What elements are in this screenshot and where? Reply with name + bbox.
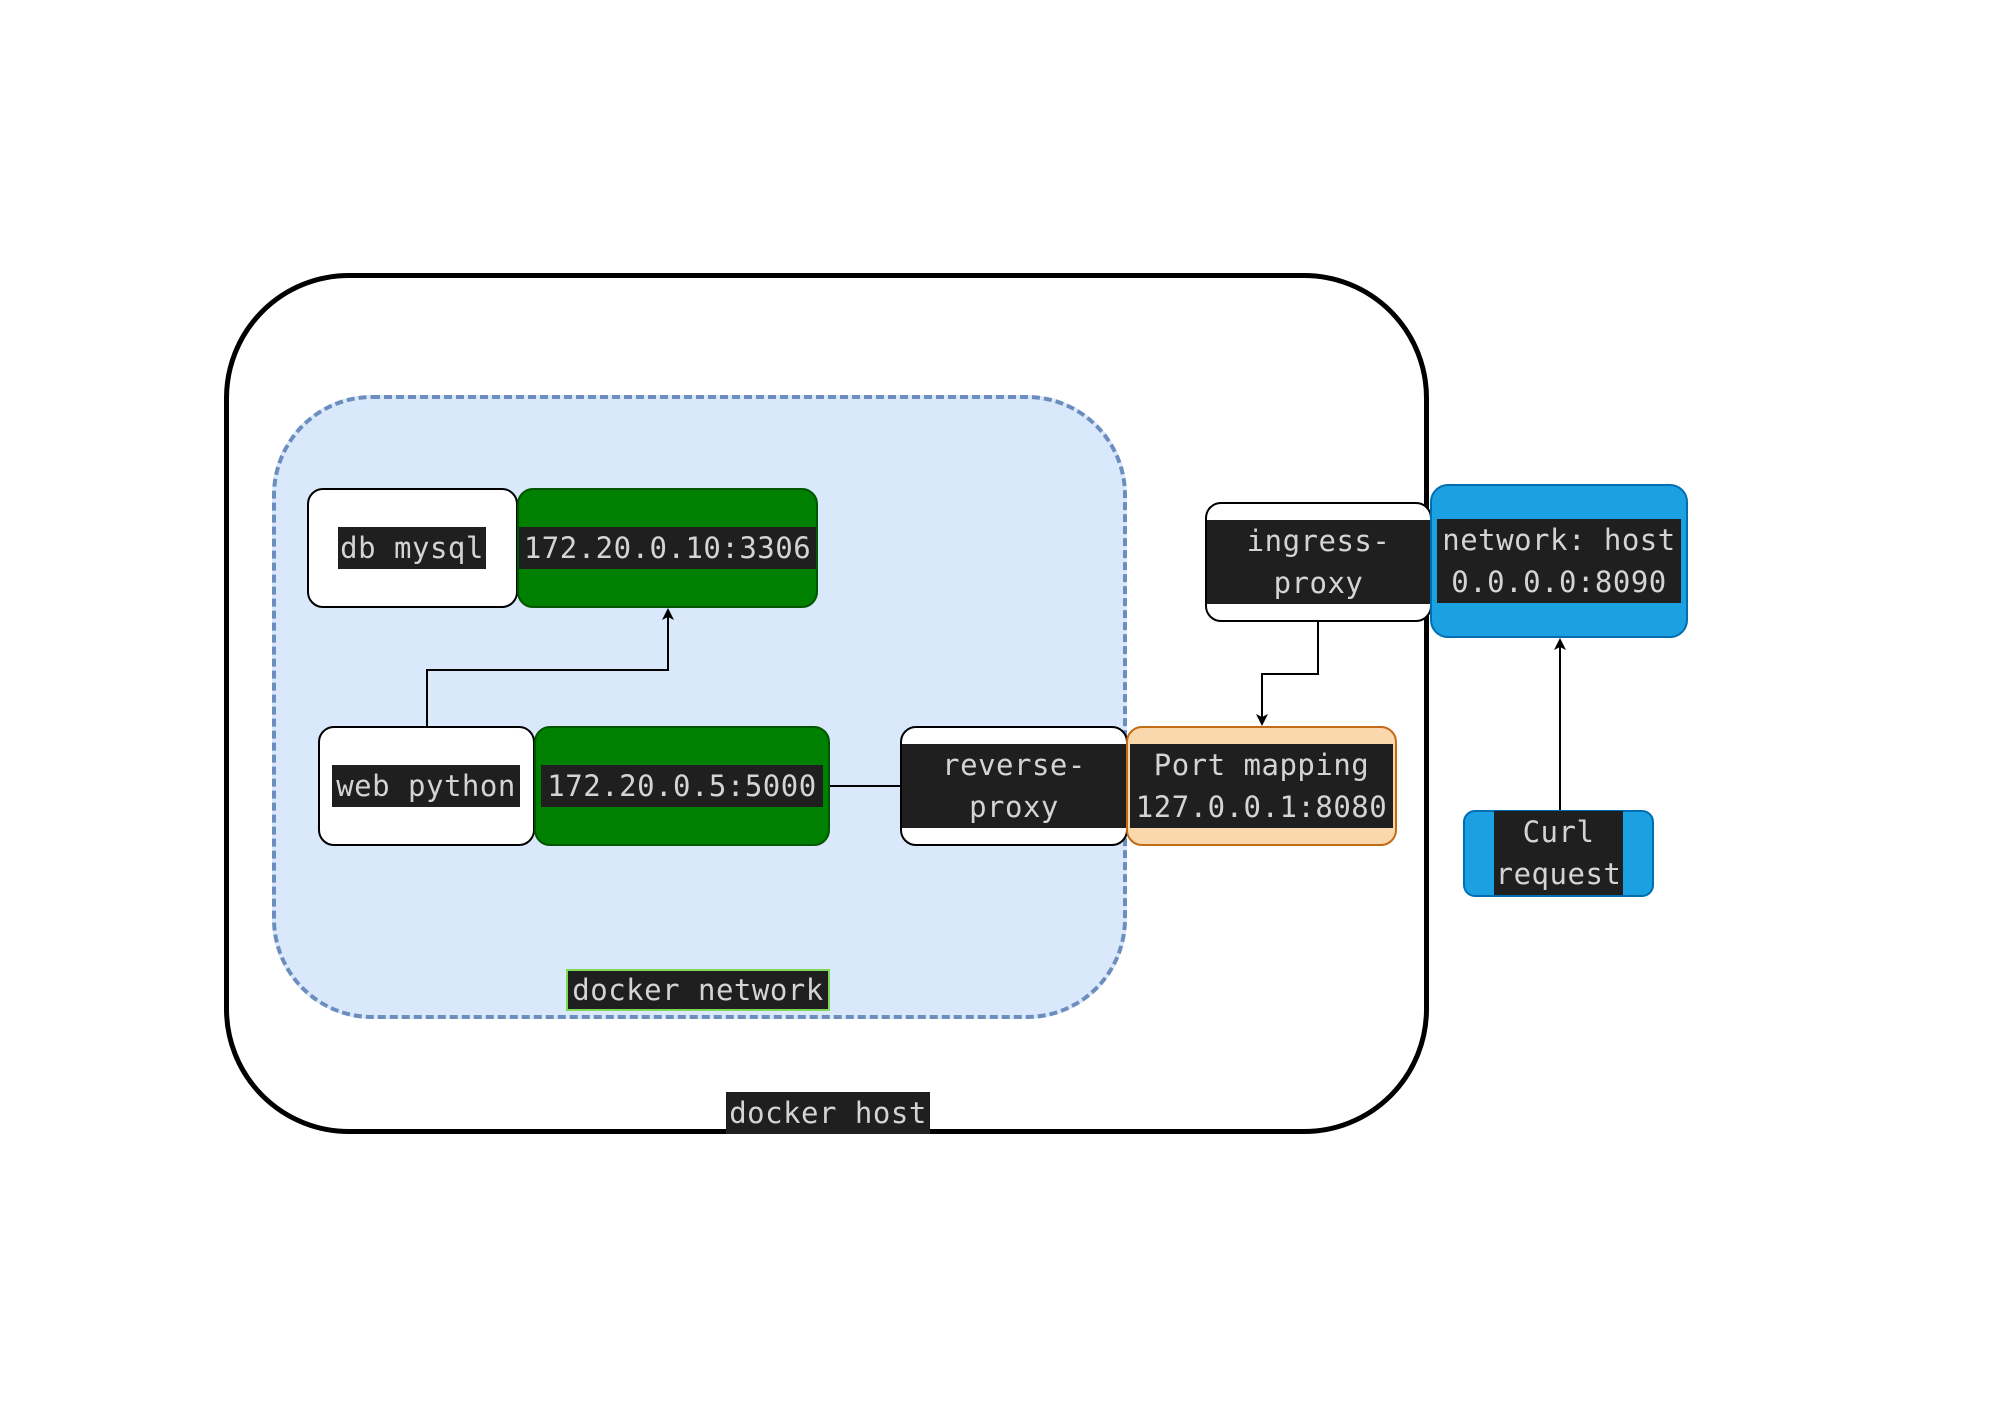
db-mysql-label: db mysql — [338, 527, 486, 569]
port-mapping-label-line-2: 127.0.0.1:8080 — [1135, 790, 1388, 824]
ingress-proxy-label-line-1: ingress- — [1246, 524, 1391, 558]
web-ip-label: 172.20.0.5:5000 — [541, 765, 823, 807]
port-mapping-label: Port mapping 127.0.0.1:8080 — [1130, 744, 1393, 828]
edge-ingress-to-port-mapping — [1256, 622, 1319, 726]
ingress-proxy-label-line-2: proxy — [1273, 566, 1364, 600]
reverse-proxy-label: reverse- proxy — [902, 744, 1126, 828]
web-python-label: web python — [332, 765, 520, 807]
ingress-proxy-label: ingress- proxy — [1207, 520, 1430, 604]
network-host-label-line-2: 0.0.0.0:8090 — [1451, 565, 1667, 599]
docker-network-label: docker network — [566, 969, 830, 1011]
db-ip-label: 172.20.0.10:3306 — [519, 527, 816, 569]
edge-web-to-db — [426, 608, 674, 726]
port-mapping-label-line-1: Port mapping — [1153, 748, 1370, 782]
curl-request-label-line-2: request — [1495, 857, 1622, 891]
network-host-label: network: host 0.0.0.0:8090 — [1437, 519, 1681, 603]
docker-host-label: docker host — [726, 1092, 930, 1134]
curl-request-label: Curl request — [1494, 811, 1623, 895]
reverse-proxy-label-line-1: reverse- — [942, 748, 1086, 782]
reverse-proxy-label-line-2: proxy — [969, 790, 1059, 824]
network-host-label-line-1: network: host — [1442, 523, 1676, 557]
curl-request-label-line-1: Curl — [1522, 815, 1595, 849]
